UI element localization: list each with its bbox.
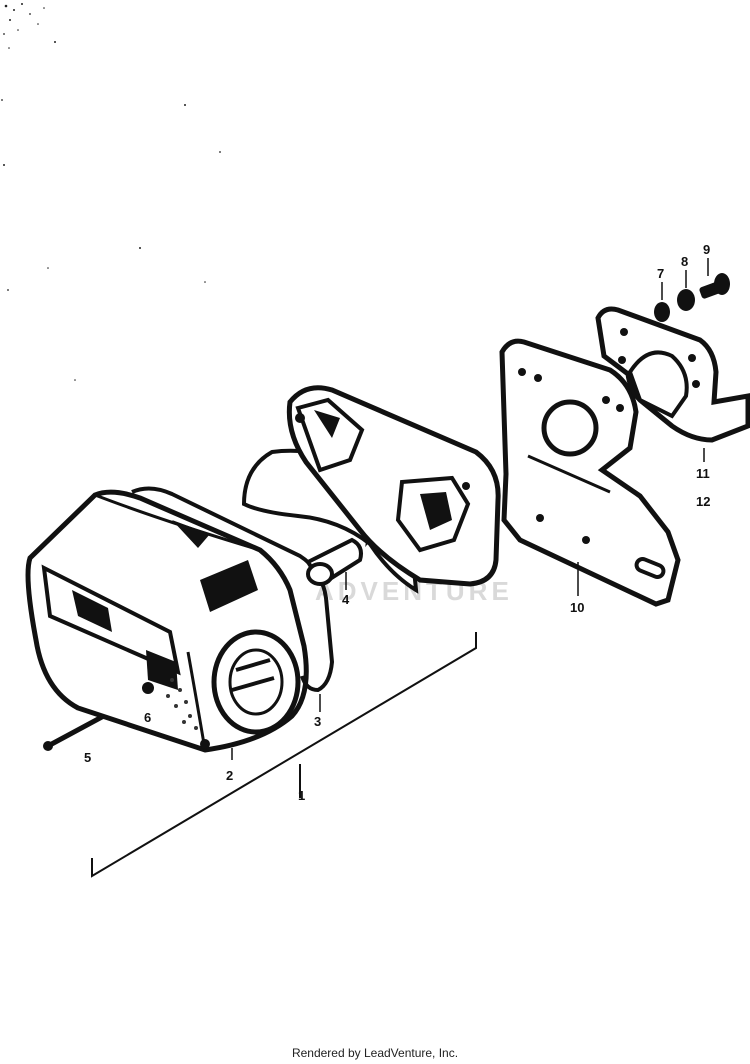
assembly-bracket-1 — [91, 632, 477, 878]
tail-lamp-lens-2 — [25, 489, 309, 753]
bolt-9 — [699, 273, 730, 299]
label-part-4: 4 — [342, 592, 350, 607]
label-part-3: 3 — [314, 714, 321, 729]
washer-8 — [677, 289, 695, 311]
label-part-11: 11 — [696, 466, 710, 481]
gasket-3 — [131, 486, 335, 693]
lamp-base — [286, 385, 501, 587]
label-part-8: 8 — [681, 254, 688, 269]
footer-credit: Rendered by LeadVenture, Inc. — [291, 1046, 459, 1060]
washer-6 — [142, 682, 154, 694]
bulb-socket-4 — [305, 537, 363, 587]
label-part-10: 10 — [570, 600, 584, 615]
mounting-plate-10 — [499, 338, 681, 607]
washer-7 — [654, 302, 670, 322]
label-part-1: 1 — [298, 788, 305, 803]
leader-lines — [231, 258, 709, 760]
label-part-6: 6 — [144, 710, 151, 725]
label-part-9: 9 — [703, 242, 710, 257]
label-part-12: 12 — [696, 494, 710, 509]
label-part-5: 5 — [84, 750, 91, 765]
label-part-7: 7 — [657, 266, 664, 281]
bracket-11-12 — [595, 306, 750, 443]
scan-noise — [1, 3, 221, 381]
label-part-2: 2 — [226, 768, 233, 783]
